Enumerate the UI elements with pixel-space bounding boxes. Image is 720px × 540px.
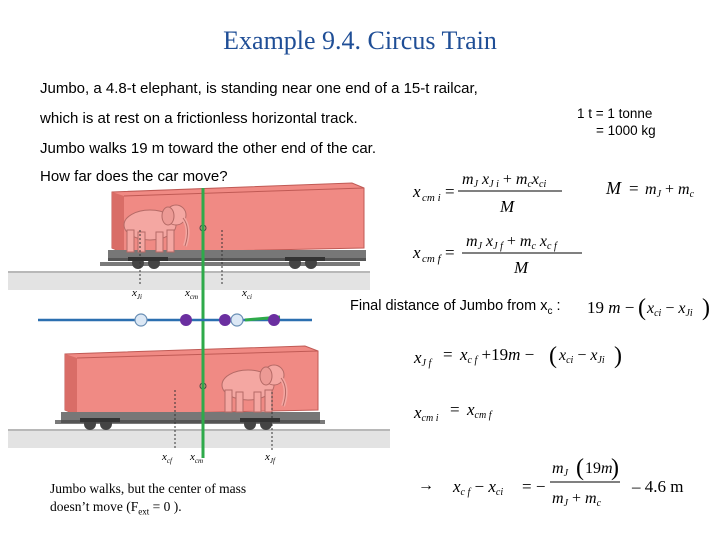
- wheels-bottom: [80, 418, 280, 430]
- svg-text:(: (: [549, 343, 557, 369]
- svg-text:=: =: [443, 345, 453, 364]
- svg-text:(: (: [638, 295, 646, 321]
- elephant-top: [123, 204, 190, 253]
- svg-text:(: (: [576, 455, 584, 481]
- svg-text:): ): [611, 455, 619, 481]
- svg-text:xcm f: xcm f: [466, 400, 493, 421]
- svg-text:xci − xJi: xci − xJi: [558, 347, 605, 366]
- svg-text:xcm: xcm: [189, 451, 203, 465]
- svg-text:xci − xJi: xci − xJi: [646, 300, 693, 319]
- svg-text:xJf: xJf: [264, 451, 276, 465]
- svg-text:mJ: mJ: [552, 460, 569, 479]
- svg-text:xcm: xcm: [184, 287, 198, 301]
- svg-text:M: M: [499, 197, 515, 216]
- ground-bottom: [8, 430, 390, 448]
- svg-text:xJ f: xJ f: [413, 348, 432, 369]
- center-of-mass-note: Jumbo walks, but the center of mass does…: [50, 481, 247, 517]
- problem-line-1: Jumbo, a 4.8-t elephant, is standing nea…: [40, 80, 478, 97]
- dot-x-cf: [180, 314, 192, 326]
- svg-text:M: M: [605, 178, 622, 198]
- svg-text:x: x: [412, 182, 421, 201]
- wheels-top: [128, 257, 325, 269]
- ground-top: [8, 272, 370, 290]
- problem-line-2: which is at rest on a frictionless horiz…: [40, 110, 358, 127]
- svg-text:=: =: [450, 400, 460, 419]
- svg-text:): ): [702, 295, 710, 321]
- dot-x-ci: [219, 314, 231, 326]
- svg-text:x: x: [412, 243, 421, 262]
- equation-result: → xc f − xci = − mJ ( 19m ) mJ + mc – 4.…: [418, 455, 683, 509]
- elephant-bottom: [221, 364, 288, 413]
- rail-top: [100, 262, 360, 266]
- equation-cm-initial: x cm i = mJ xJ i + mcxci M: [412, 171, 562, 216]
- position-axis: [38, 313, 312, 327]
- svg-text:mJ + mc: mJ + mc: [645, 181, 695, 200]
- problem-line-3: Jumbo walks 19 m toward the other end of…: [40, 140, 377, 157]
- equation-jumbo-final: xJ f = xc f +19m − ( xci − xJi ): [413, 343, 622, 369]
- svg-text:xc f − xci: xc f − xci: [452, 477, 503, 498]
- svg-text:M: M: [513, 258, 529, 277]
- unit-note-line-2: = 1000 kg: [596, 123, 656, 138]
- axis-labels-top: xJi xcm xci: [131, 287, 252, 301]
- svg-text:19 m −: 19 m −: [587, 298, 634, 317]
- svg-text:19m: 19m: [585, 460, 613, 477]
- dot-x-jf: [268, 314, 280, 326]
- final-distance-label: Final distance of Jumbo from xc :: [350, 298, 561, 317]
- result-value: – 4.6 m: [631, 477, 683, 496]
- svg-text:=: =: [445, 243, 455, 262]
- bottom-scene: [8, 345, 390, 450]
- svg-text:xc f +19m −: xc f +19m −: [459, 345, 534, 366]
- unit-note-line-1: 1 t = 1 tonne: [577, 106, 653, 121]
- axis-labels-bottom: xcf xcm xJf: [161, 451, 276, 465]
- dot-x-cm: [230, 313, 244, 327]
- top-scene: [8, 182, 370, 290]
- svg-text:mJ + mc: mJ + mc: [552, 490, 602, 509]
- svg-text:cm i: cm i: [422, 192, 441, 204]
- svg-text:→: →: [418, 477, 434, 494]
- railcar-top: [108, 182, 366, 261]
- equations: x cm i = mJ xJ i + mcxci M M = mJ + mc x…: [412, 171, 710, 509]
- railcar-bottom: [61, 345, 320, 423]
- svg-text:mJ xJ f + mc xc f: mJ xJ f + mc xc f: [466, 233, 558, 252]
- slide-title: Example 9.4. Circus Train: [223, 26, 497, 55]
- problem-line-4: How far does the car move?: [40, 168, 228, 185]
- svg-text:=: =: [629, 179, 639, 198]
- svg-text:xcf: xcf: [161, 451, 173, 465]
- svg-text:xcm i: xcm i: [413, 403, 439, 424]
- svg-text:= −: = −: [522, 477, 545, 496]
- equation-cm-equal: xcm i = xcm f: [413, 400, 493, 424]
- svg-text:cm f: cm f: [422, 253, 443, 265]
- dot-x-ji: [134, 313, 148, 327]
- svg-text:mJ xJ i + mcxci: mJ xJ i + mcxci: [462, 171, 546, 190]
- svg-text:=: =: [445, 182, 455, 201]
- svg-text:xci: xci: [241, 287, 252, 301]
- equation-final-distance: 19 m − ( xci − xJi ): [587, 295, 710, 321]
- equation-total-mass: M = mJ + mc: [605, 178, 695, 200]
- svg-text:): ): [614, 343, 622, 369]
- equation-cm-final: x cm f = mJ xJ f + mc xc f M: [412, 233, 582, 277]
- svg-text:xJi: xJi: [131, 287, 142, 301]
